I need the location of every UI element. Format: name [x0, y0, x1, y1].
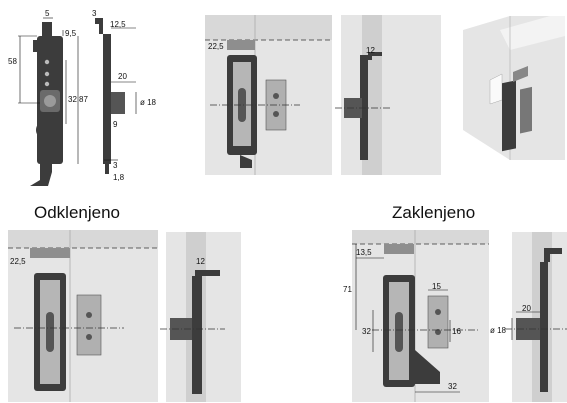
dim-label: 20	[522, 304, 531, 313]
unlocked-side-view: 12	[160, 232, 241, 402]
dim-label: 15	[432, 282, 441, 291]
side-cylinder	[111, 92, 125, 114]
dim-label: 12,5	[110, 20, 126, 29]
lock-bolt	[30, 162, 52, 186]
dim-label: 22,5	[208, 42, 224, 51]
dim-label: 58	[8, 57, 17, 66]
top-front-view: 22,5	[205, 15, 332, 175]
dim-label: 16	[452, 327, 461, 336]
dim-label: 12	[366, 46, 375, 55]
dim-label: 32	[68, 95, 77, 104]
dim-label: 87	[79, 95, 88, 104]
dim-label: 71	[343, 285, 352, 294]
lock-top-tab	[42, 22, 52, 38]
lock-ear	[33, 40, 41, 52]
caption-locked: Zaklenjeno	[392, 203, 475, 222]
side-hook	[95, 18, 103, 34]
perspective-view	[463, 16, 565, 160]
dim-label: 12	[196, 257, 205, 266]
dim-label: 3	[113, 161, 118, 170]
technical-drawing: 5 9,5 58 32 87 3 12,5 20 ø 18 9 3 1,8	[8, 9, 157, 186]
lock-knob	[36, 121, 54, 139]
dim-label: 9,5	[65, 29, 77, 38]
dim-label: 32	[362, 327, 371, 336]
dim-label: 5	[45, 9, 50, 18]
dim-label: ø 18	[490, 326, 507, 335]
dim-label: 20	[118, 72, 127, 81]
cylinder-core	[44, 95, 56, 107]
lock-body-side	[103, 34, 111, 164]
dim-label: 9	[113, 120, 118, 129]
dim-label: 1,8	[113, 173, 125, 182]
top-side-view: 12	[335, 15, 441, 175]
caption-unlocked: Odklenjeno	[34, 203, 120, 222]
dim-label: 3	[92, 9, 97, 18]
unlocked-front-view: 22,5	[8, 230, 158, 402]
locked-front-view: 13,5 71 32 15 16 32	[343, 230, 489, 402]
dim-label: 13,5	[356, 248, 372, 257]
dim-label: 32	[448, 382, 457, 391]
dim-label: ø 18	[140, 98, 157, 107]
dim-label: 22,5	[10, 257, 26, 266]
locked-side-view: 20 ø 18	[490, 232, 567, 402]
